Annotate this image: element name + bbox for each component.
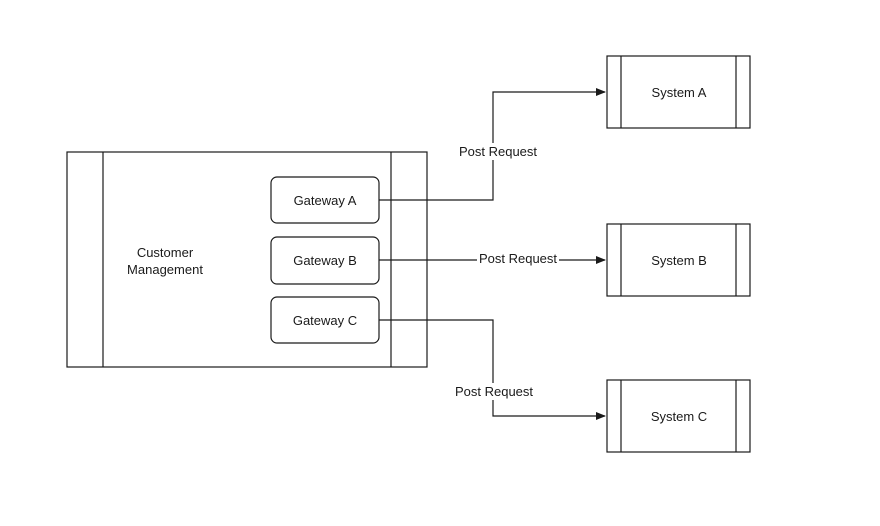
edge-gateway-b-to-system-b[interactable]: Post Request (379, 251, 606, 268)
system-c-label: System C (651, 409, 707, 424)
edge-a-label: Post Request (459, 144, 537, 159)
edge-c-connector (379, 319, 606, 420)
edge-b-label-bg (477, 251, 559, 268)
gateway-a-label: Gateway A (294, 193, 357, 208)
system-c-process[interactable]: System C (606, 379, 751, 453)
customer-management-label-line1: Customer (137, 245, 194, 260)
gateway-c-node[interactable]: Gateway C (270, 296, 380, 344)
customer-management-label-line2: Management (127, 262, 203, 277)
system-a-label: System A (652, 85, 707, 100)
gateway-c-label: Gateway C (293, 313, 357, 328)
edge-a-label-bg (456, 143, 540, 160)
system-a-process[interactable]: System A (606, 55, 751, 129)
system-b-process[interactable]: System B (606, 223, 751, 297)
edge-b-label: Post Request (479, 251, 557, 266)
edge-c-label-bg (453, 383, 537, 400)
edge-c-label: Post Request (455, 384, 533, 399)
system-b-label: System B (651, 253, 707, 268)
gateway-b-node[interactable]: Gateway B (270, 236, 380, 285)
edge-gateway-a-to-system-a[interactable]: Post Request (379, 88, 606, 201)
gateway-b-label: Gateway B (293, 253, 357, 268)
edge-gateway-c-to-system-c[interactable]: Post Request (379, 319, 606, 420)
gateway-a-node[interactable]: Gateway A (270, 176, 380, 224)
